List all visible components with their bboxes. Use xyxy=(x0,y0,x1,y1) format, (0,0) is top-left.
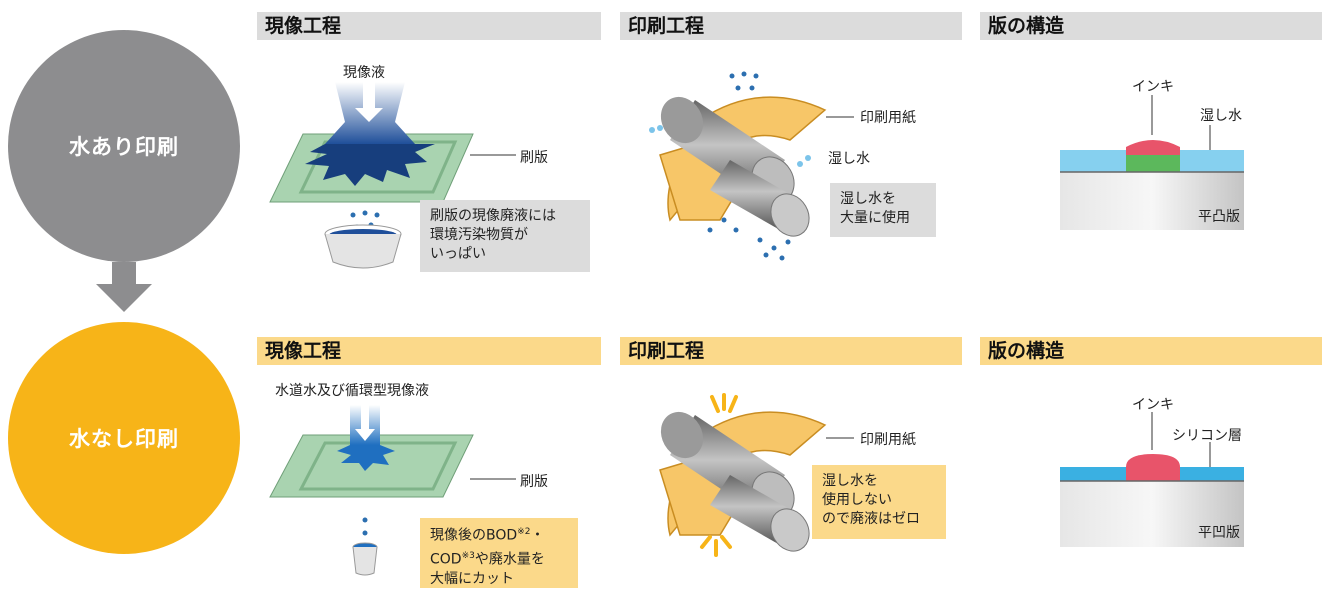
wet-print-callout: 湿し水を 大量に使用 xyxy=(830,183,936,237)
dry-ink-label: インキ xyxy=(1132,397,1174,413)
wet-structure-header: 版の構造 xyxy=(980,12,1322,40)
wet-printing-circle: 水あり印刷 xyxy=(8,30,240,262)
callout-line: 大幅にカット xyxy=(430,571,514,588)
callout-line: 湿し水を xyxy=(840,191,896,207)
wet-plate-label: 刷版 xyxy=(520,150,548,166)
callout-line: 大量に使用 xyxy=(840,210,910,226)
wet-develop-header: 現像工程 xyxy=(257,12,601,40)
dry-paper-leader xyxy=(826,437,854,439)
wet-developer-label: 現像液 xyxy=(343,65,385,81)
wet-developing-illustration xyxy=(269,82,474,269)
dry-plate-label: 刷版 xyxy=(520,474,548,490)
wet-plate-structure xyxy=(1060,95,1244,230)
callout-line: 湿し水を xyxy=(822,473,878,489)
wet-plate-leader xyxy=(470,154,516,156)
callout-line: いっぱい xyxy=(430,246,486,262)
dry-develop-callout: 現像後のBOD※2・ COD※3や廃水量を 大幅にカット xyxy=(420,518,578,588)
dry-plate-leader xyxy=(470,478,516,480)
dry-plate-type-label: 平凹版 xyxy=(1198,525,1240,541)
callout-line: COD※3や廃水量を xyxy=(430,550,545,568)
wet-water-label: 湿し水 xyxy=(828,151,870,167)
dry-layer-label: シリコン層 xyxy=(1172,428,1242,444)
dry-print-callout: 湿し水を 使用しない ので廃液はゼロ xyxy=(812,465,946,539)
down-arrow-icon xyxy=(96,262,152,312)
dry-develop-header: 現像工程 xyxy=(257,337,601,365)
wet-develop-callout: 刷版の現像廃液には 環境汚染物質が いっぱい xyxy=(420,200,590,272)
wet-layer-label: 湿し水 xyxy=(1200,108,1242,124)
callout-line: 現像後のBOD※2・ xyxy=(430,527,545,544)
dry-printing-illustration xyxy=(659,393,827,557)
wet-paper-label: 印刷用紙 xyxy=(860,110,916,126)
callout-line: 刷版の現像廃液には xyxy=(430,208,556,224)
dry-plate-structure xyxy=(1060,412,1244,547)
wet-plate-type-label: 平凸版 xyxy=(1198,209,1240,225)
waterless-printing-label: 水なし印刷 xyxy=(69,427,179,451)
waterless-printing-circle: 水なし印刷 xyxy=(8,322,240,554)
dry-structure-header: 版の構造 xyxy=(980,337,1322,365)
callout-line: 環境汚染物質が xyxy=(430,227,528,243)
dry-paper-label: 印刷用紙 xyxy=(860,432,916,448)
wet-paper-leader xyxy=(826,116,854,118)
dry-developing-illustration xyxy=(269,405,474,576)
wet-ink-label: インキ xyxy=(1132,79,1174,95)
callout-line: 使用しない xyxy=(822,492,892,508)
wet-printing-label: 水あり印刷 xyxy=(69,135,179,159)
dry-developer-label: 水道水及び循環型現像液 xyxy=(275,383,429,399)
wet-print-header: 印刷工程 xyxy=(620,12,962,40)
callout-line: ので廃液はゼロ xyxy=(822,511,920,527)
wet-printing-illustration xyxy=(649,71,827,261)
dry-print-header: 印刷工程 xyxy=(620,337,962,365)
